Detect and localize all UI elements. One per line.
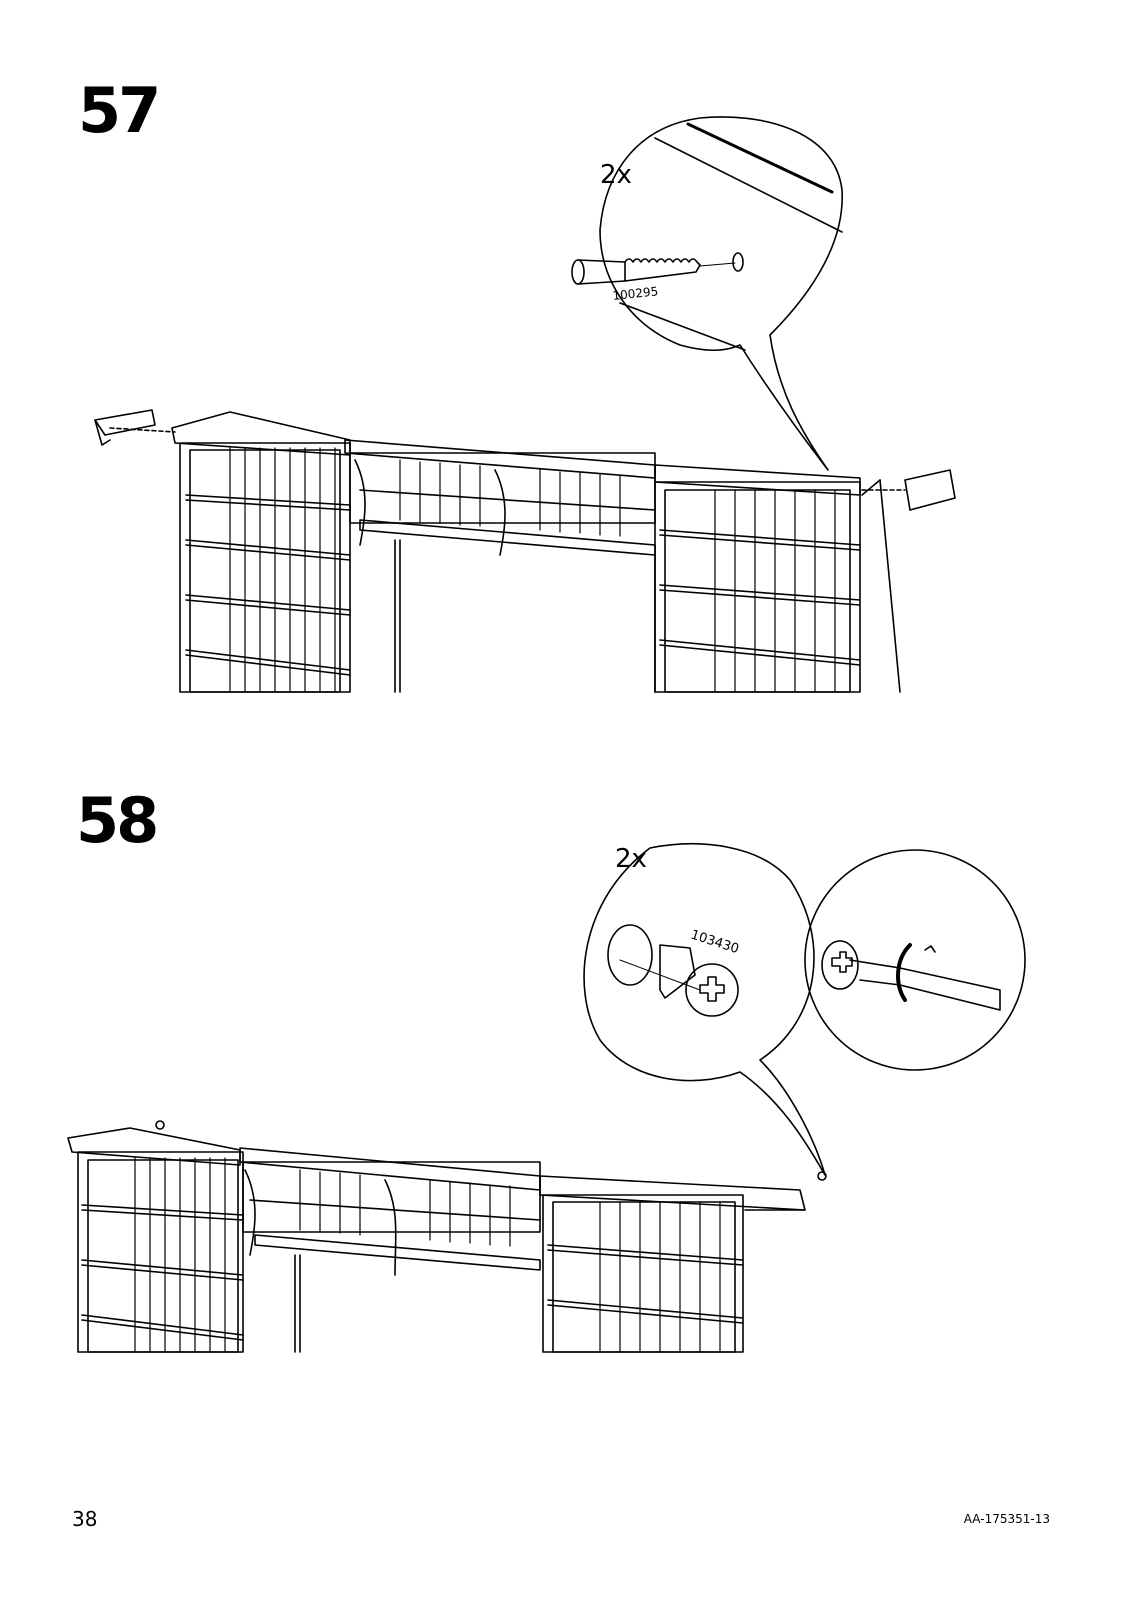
bookcase-assembly [95,410,955,692]
screwdriver-icon [822,941,1000,1010]
document-id: AA-175351-13 [964,1512,1050,1526]
zoom-callout [584,844,1025,1175]
part-number-label: 103430 [689,928,741,958]
page-number: 38 [72,1507,97,1531]
step-58-illustration: 2x 103430 [0,820,1132,1380]
quantity-label: 2x [600,160,632,190]
part-number-label: 100295 [612,284,659,303]
step-57-illustration: 2x 100295 [0,100,1132,720]
cam-bolt-screw-icon [572,253,743,284]
bookcase-assembly [68,1121,826,1352]
quantity-label: 2x [615,844,647,874]
